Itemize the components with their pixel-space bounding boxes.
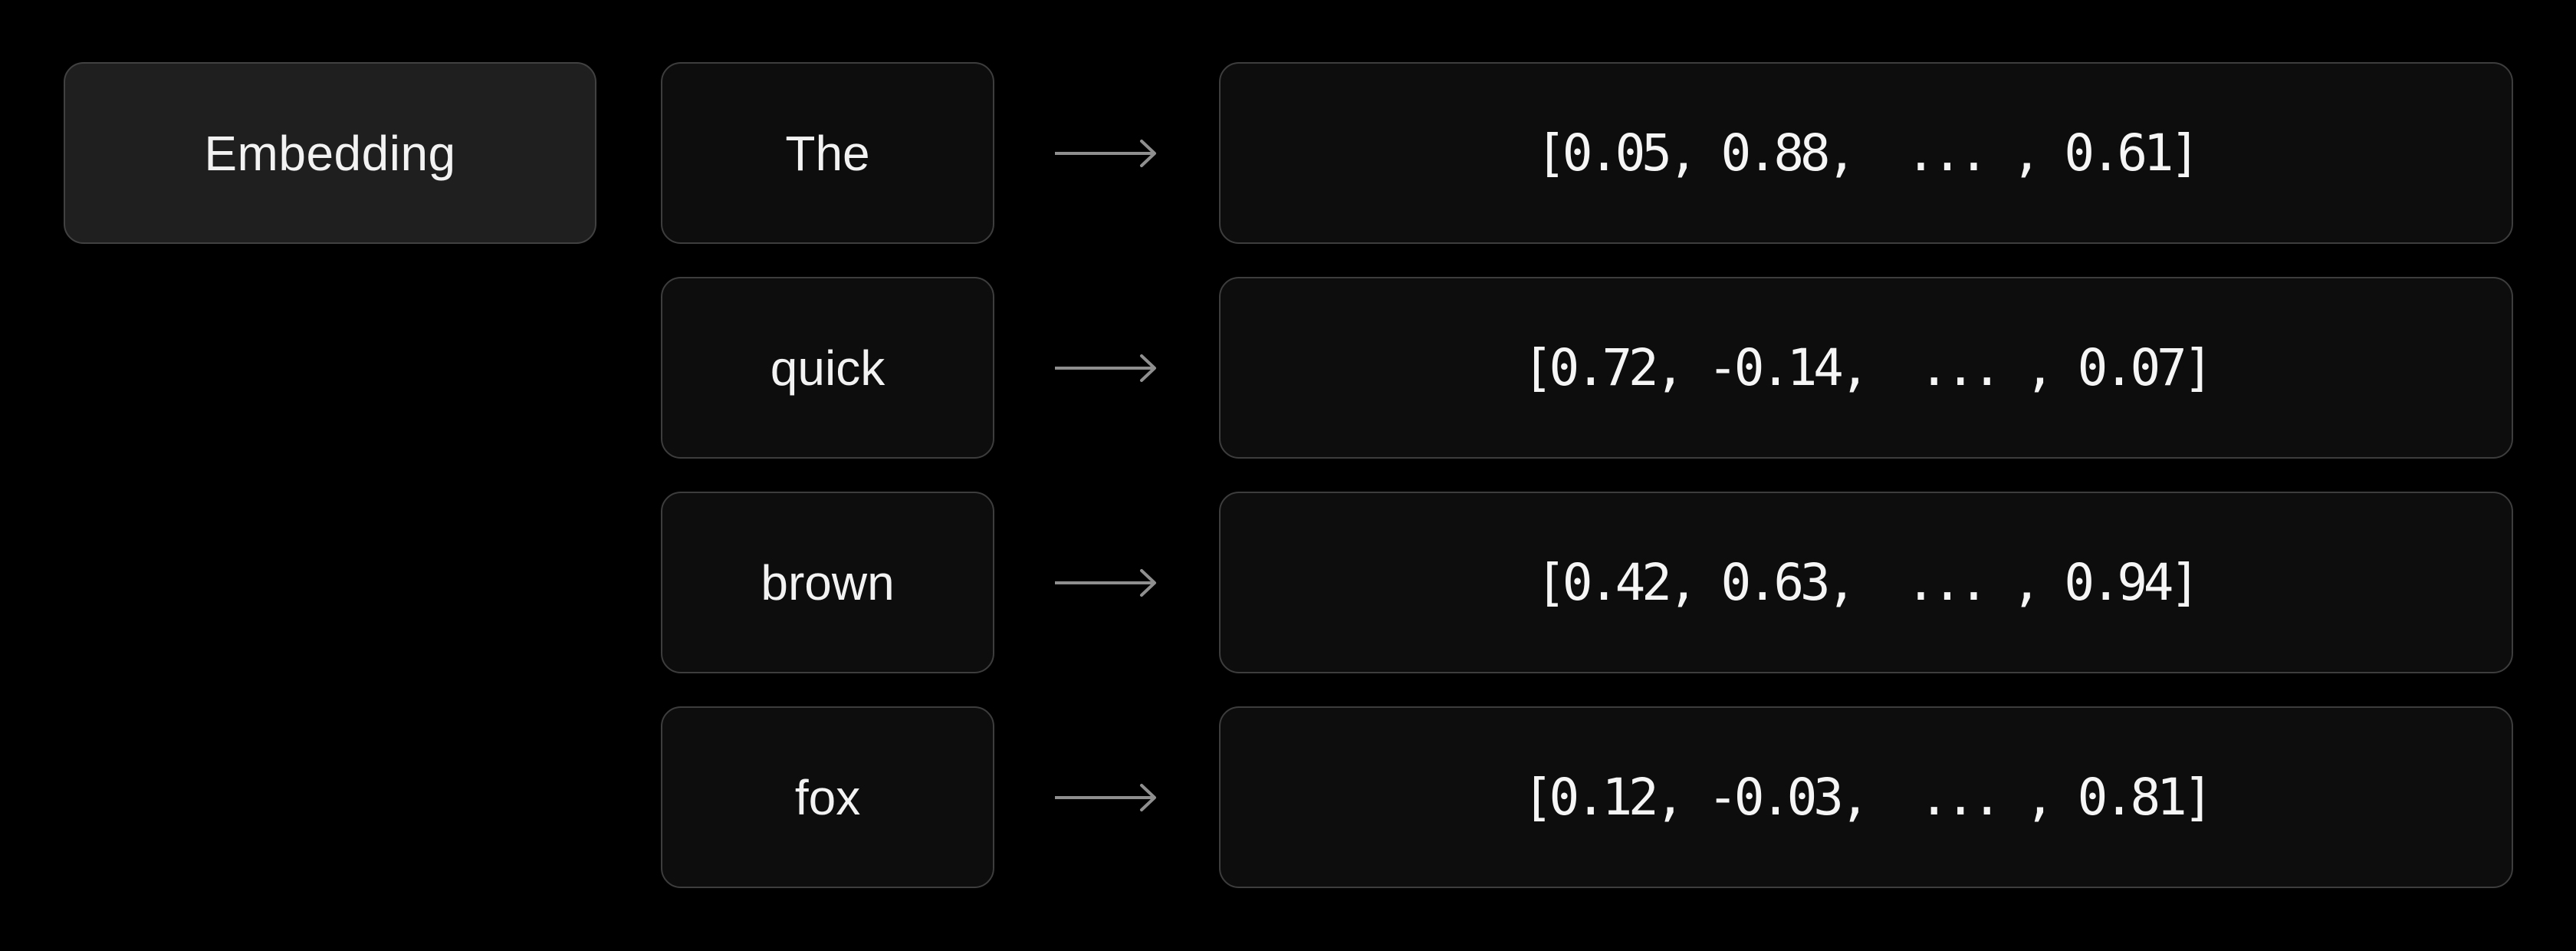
token-box: brown xyxy=(661,492,994,673)
vector-box: [0.42, 0.63, ... , 0.94] xyxy=(1219,492,2513,673)
right-arrow-icon xyxy=(1055,784,1156,811)
embedding-label-box: Embedding xyxy=(64,62,596,244)
vector-box: [0.12, -0.03, ... , 0.81] xyxy=(1219,706,2513,888)
token-label: The xyxy=(785,125,870,181)
token-box: quick xyxy=(661,277,994,459)
right-arrow-icon xyxy=(1055,140,1156,167)
token-label: brown xyxy=(761,554,895,610)
vector-box: [0.72, -0.14, ... , 0.07] xyxy=(1219,277,2513,459)
right-arrow-icon xyxy=(1055,569,1156,597)
vector-box: [0.05, 0.88, ... , 0.61] xyxy=(1219,62,2513,244)
token-box: The xyxy=(661,62,994,244)
embedding-label: Embedding xyxy=(204,125,456,181)
token-box: fox xyxy=(661,706,994,888)
right-arrow-icon xyxy=(1055,354,1156,382)
vector-value: [0.72, -0.14, ... , 0.07] xyxy=(1523,338,2213,397)
vector-value: [0.05, 0.88, ... , 0.61] xyxy=(1536,123,2200,183)
token-label: fox xyxy=(794,769,861,825)
vector-value: [0.42, 0.63, ... , 0.94] xyxy=(1536,553,2200,612)
vector-value: [0.12, -0.03, ... , 0.81] xyxy=(1523,768,2213,827)
token-label: quick xyxy=(770,340,886,396)
